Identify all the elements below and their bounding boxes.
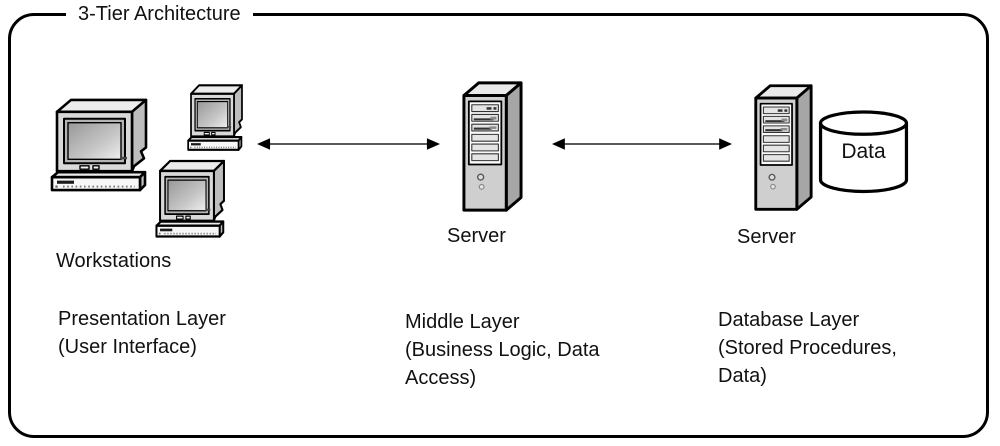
diagram-title: 3-Tier Architecture xyxy=(66,2,253,26)
caption-line: (User Interface) xyxy=(58,336,197,358)
caption-line: Middle Layer xyxy=(405,311,520,333)
caption-line: Database Layer xyxy=(718,309,860,331)
caption-line: Data) xyxy=(718,365,767,387)
bidirectional-arrow-icon xyxy=(551,136,733,152)
middle-layer-caption: Middle Layer (Business Logic, Data Acces… xyxy=(405,308,600,392)
caption-line: (Stored Procedures, xyxy=(718,337,897,359)
workstation-icon xyxy=(43,94,153,193)
server-tower-icon xyxy=(459,79,524,215)
caption-line: (Business Logic, Data xyxy=(405,339,600,361)
database-cylinder-icon xyxy=(817,110,910,195)
middle-server-label: Server xyxy=(447,225,506,247)
database-layer-caption: Database Layer (Stored Procedures, Data) xyxy=(718,306,897,390)
database-server-label: Server xyxy=(737,226,796,248)
bidirectional-arrow-icon xyxy=(256,136,441,152)
caption-line: Presentation Layer xyxy=(58,308,226,330)
server-tower-icon xyxy=(751,82,814,214)
data-store-label: Data xyxy=(841,140,886,163)
group-border xyxy=(8,13,989,438)
workstation-icon xyxy=(183,81,246,152)
workstations-label: Workstations xyxy=(56,250,172,272)
workstation-icon xyxy=(150,156,229,239)
caption-line: Access) xyxy=(405,367,477,389)
presentation-layer-caption: Presentation Layer (User Interface) xyxy=(58,305,226,361)
